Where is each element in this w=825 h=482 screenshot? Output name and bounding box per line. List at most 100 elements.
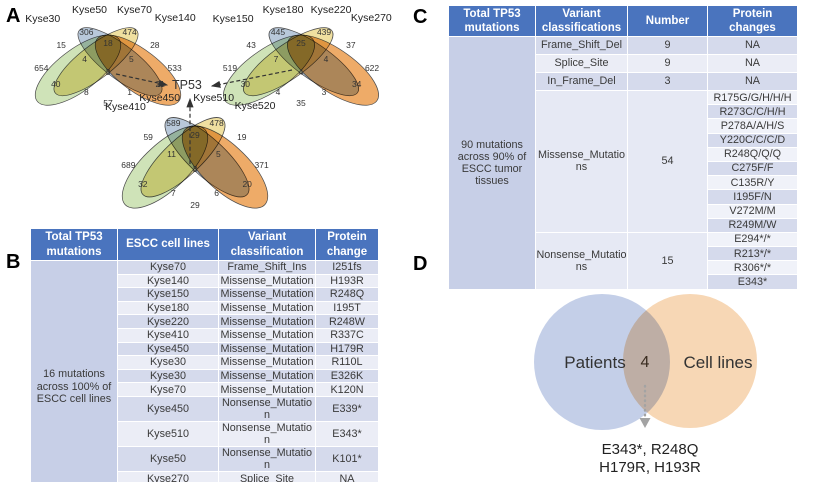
venn-region-count: 3 xyxy=(321,87,327,98)
venn-region-count: 29 xyxy=(190,199,200,210)
venn-ellipse-set-d xyxy=(287,34,379,106)
variant-cell: Splice_Site xyxy=(535,54,628,73)
protein-cell: NA xyxy=(707,72,798,91)
protein-cell: E294*/* xyxy=(707,231,798,248)
table-row: In_Frame_Del 3 NA xyxy=(449,72,798,91)
table-row: C135R/Y xyxy=(449,175,798,191)
table-row: E343* xyxy=(449,274,798,290)
protein-cell: R248Q xyxy=(315,287,379,302)
protein-cell: P278A/A/H/S xyxy=(707,118,798,134)
tp53-gene-label: TP53 xyxy=(172,78,202,92)
column-header: Variant classifications xyxy=(535,5,628,37)
annotation-line: E343*, R248Q xyxy=(601,441,699,458)
row-group-cell: 90 mutations across 90% of ESCC tumor ti… xyxy=(448,36,536,290)
protein-cell: R248W xyxy=(315,314,379,329)
patients-celllines-venn xyxy=(534,294,757,430)
venn-region-count: 371 xyxy=(254,159,269,170)
venn-region-count: 57 xyxy=(103,97,113,108)
venn-region-count: 40 xyxy=(51,79,61,90)
venn-region-count: 37 xyxy=(346,39,356,50)
row-group-cell: 16 mutations across 100% of ESCC cell li… xyxy=(30,259,118,482)
venn-diagram-kyse410-450-510-520: Kyse410 Kyse450 Kyse510 Kyse520 689 589 … xyxy=(105,92,285,216)
variant-cell: Missense_Mutation xyxy=(218,341,316,357)
venn-region-count: 43 xyxy=(246,39,256,50)
venn-region-count: 4 xyxy=(275,87,281,98)
protein-cell: R213*/* xyxy=(707,246,798,262)
cell-lines-circle xyxy=(623,294,757,428)
venn-set-label: Kyse70 xyxy=(117,4,153,16)
protein-cell: NA xyxy=(707,54,798,73)
annotation-line: H179R, H193R xyxy=(599,459,701,476)
protein-cell: E343* xyxy=(315,421,379,448)
panel-label-d: D xyxy=(413,253,428,275)
cell-line-cell: Kyse70 xyxy=(117,382,219,397)
venn-region-count: 11 xyxy=(167,148,177,159)
venn-region-count: 654 xyxy=(34,63,49,74)
escc-cell-line-mutation-table: Total TP53 mutations ESCC cell lines Var… xyxy=(30,228,379,482)
venn-diagram-kyse30-50-70-140: Kyse30 Kyse50 Kyse70 Kyse140 654 306 474… xyxy=(18,4,198,112)
venn-region-count: 689 xyxy=(121,159,136,170)
venn-region-count: 306 xyxy=(79,27,94,38)
protein-cell: H179R xyxy=(315,341,379,357)
column-header: Protein changes xyxy=(707,5,798,37)
venn-region-count: 474 xyxy=(122,27,137,38)
protein-cell: I195F/N xyxy=(707,189,798,205)
protein-cell: R249M/W xyxy=(707,217,798,233)
venn-region-count: 30 xyxy=(240,79,251,90)
venn-region-count: 5 xyxy=(216,148,221,159)
venn-region-count: 4 xyxy=(82,53,87,64)
venn-region-count: 34 xyxy=(351,79,362,90)
variant-cell: Missense_Mutation xyxy=(218,327,316,343)
protein-cell: K120N xyxy=(315,382,379,397)
venn-set-label: Kyse50 xyxy=(72,4,108,16)
table-row: R213*/* xyxy=(449,246,798,262)
table-row: Nonsense_Mutations 15 E294*/* xyxy=(449,231,798,290)
table-header-row: Total TP53 mutations Variant classificat… xyxy=(448,5,798,37)
protein-cell: R110L xyxy=(315,355,379,370)
arrowhead xyxy=(639,418,651,428)
variant-cell: Missense_Mutation xyxy=(218,368,316,384)
venn-region-count-center: 4 xyxy=(298,67,304,78)
protein-cell: E343* xyxy=(707,274,798,290)
table-row: C275F/F xyxy=(449,160,798,177)
protein-cell: R306*/* xyxy=(707,260,798,276)
table-row: I195F/N xyxy=(449,189,798,205)
number-cell: 9 xyxy=(627,54,708,73)
table-row: 16 mutations across 100% of ESCC cell li… xyxy=(30,259,379,482)
protein-cell: NA xyxy=(315,471,379,482)
column-header: Total TP53 mutations xyxy=(448,5,536,37)
venn-region-count: 21 xyxy=(155,79,165,90)
variant-cell: Frame_Shift_Del xyxy=(535,36,628,55)
protein-cell: I195T xyxy=(315,300,379,316)
overlap-count: 4 xyxy=(640,354,650,371)
venn-region-count: 59 xyxy=(143,132,153,143)
variant-cell: Missense_Mutation xyxy=(218,355,316,370)
column-header: ESCC cell lines xyxy=(117,228,219,261)
venn-set-label: Kyse520 xyxy=(234,100,276,112)
venn-region-counts: 519 445 439 622 43 25 37 7 4 30 34 4 4 3… xyxy=(205,17,397,112)
variant-cell: Nonsense_Mutation xyxy=(218,446,316,473)
table-row: Missense_Mutations 54 R175G/G/H/H/H xyxy=(449,89,798,233)
cell-line-cell: Kyse410 xyxy=(117,327,219,343)
venn-ellipses xyxy=(34,27,182,106)
table-row: 90 mutations across 90% of ESCC tumor ti… xyxy=(448,36,798,290)
protein-cell: R337C xyxy=(315,327,379,343)
variant-cell: In_Frame_Del xyxy=(535,72,628,91)
overlap-dotted-arrow xyxy=(639,384,651,428)
protein-cell: K101* xyxy=(315,446,379,473)
protein-cell: R175G/G/H/H/H xyxy=(707,89,798,106)
cell-line-cell: Kyse180 xyxy=(117,300,219,316)
panel-label-a: A xyxy=(6,5,21,27)
cell-line-cell: Kyse70 xyxy=(117,260,219,275)
venn-set-label: Kyse180 xyxy=(262,4,304,16)
variant-cell: Nonsense_Mutation xyxy=(218,421,316,448)
venn-region-count: 478 xyxy=(209,117,224,128)
variant-cell: Missense_Mutation xyxy=(218,273,316,289)
number-cell: 3 xyxy=(627,72,708,91)
